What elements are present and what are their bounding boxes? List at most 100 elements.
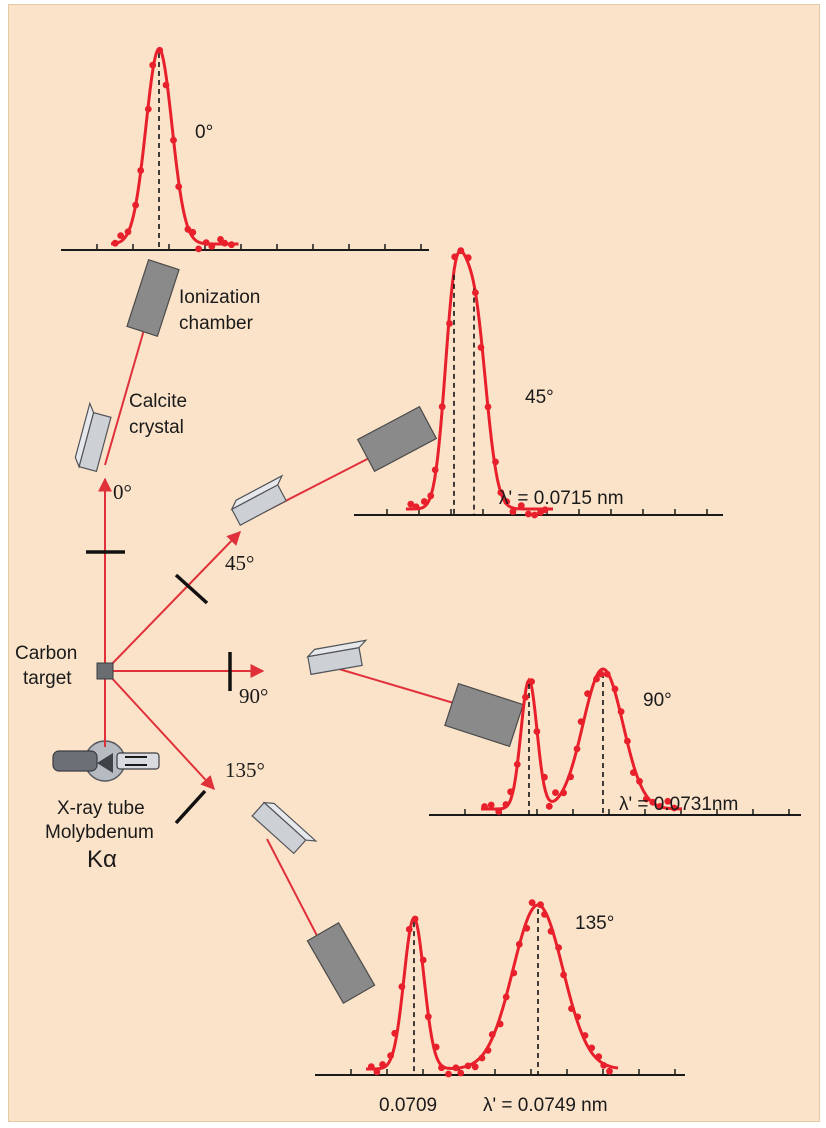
- data-point: [584, 690, 591, 697]
- data-point: [162, 81, 170, 89]
- plot-135-angle: 135°: [575, 913, 614, 934]
- data-point: [642, 795, 650, 803]
- data-point: [484, 1047, 492, 1054]
- data-point: [391, 1029, 399, 1037]
- beam-0deg-upper: [104, 307, 154, 466]
- data-point: [656, 803, 664, 810]
- data-point: [427, 492, 435, 500]
- data-point: [670, 804, 678, 812]
- data-point: [195, 245, 203, 253]
- data-point: [452, 1064, 460, 1072]
- data-point: [464, 254, 472, 262]
- xray-label-2: Molybdenum: [45, 822, 154, 843]
- data-point: [487, 801, 495, 809]
- data-point: [457, 1069, 465, 1077]
- data-point: [545, 802, 553, 810]
- carbon-label-2: target: [23, 668, 72, 689]
- data-point: [547, 927, 555, 935]
- data-point: [424, 1013, 432, 1021]
- data-point: [472, 289, 479, 296]
- calcite-label-1: Calcite: [129, 391, 187, 412]
- calcite-label-2: crystal: [129, 417, 184, 438]
- data-point: [630, 769, 637, 776]
- figure-canvas: Ionization chamber Calcite crystal Carbo…: [9, 5, 819, 1121]
- carbon-target: [96, 662, 114, 680]
- data-point: [495, 808, 503, 815]
- data-point: [111, 239, 119, 247]
- data-point: [528, 678, 535, 685]
- data-point: [478, 1054, 486, 1062]
- data-point: [533, 728, 541, 735]
- beam-45deg: [108, 530, 241, 668]
- data-point: [412, 503, 420, 511]
- data-point: [144, 105, 152, 113]
- data-point: [531, 511, 538, 519]
- spectrum-curve: [110, 47, 239, 246]
- data-point: [170, 136, 177, 144]
- plot-135-unshifted: 0.0709: [379, 1095, 437, 1116]
- spectrum-plot-0: [61, 46, 429, 253]
- spectra-plots: [61, 46, 801, 1078]
- data-point: [517, 502, 525, 510]
- data-point: [593, 675, 600, 683]
- data-point: [387, 1052, 394, 1059]
- data-point: [567, 773, 574, 781]
- data-point: [117, 232, 125, 240]
- data-point: [522, 693, 529, 701]
- data-point: [149, 61, 157, 69]
- xray-label-1: X-ray tube: [57, 798, 145, 819]
- carbon-label-1: Carbon: [15, 643, 77, 664]
- data-point: [555, 944, 562, 951]
- data-point: [574, 1013, 582, 1021]
- data-point: [560, 971, 567, 979]
- data-point: [189, 228, 197, 236]
- data-point: [438, 403, 446, 411]
- collimator-slits: [86, 550, 232, 825]
- plot-90-lambda: λ' = 0.0731nm: [619, 794, 738, 815]
- data-point: [407, 500, 415, 508]
- plot-90-angle: 90°: [643, 690, 672, 711]
- data-point: [464, 1062, 472, 1070]
- data-point: [373, 1068, 381, 1076]
- data-point: [552, 789, 559, 796]
- data-point: [513, 761, 521, 768]
- data-point: [221, 239, 229, 247]
- data-point: [664, 797, 672, 805]
- data-point: [420, 498, 428, 505]
- ionization-label-2: chamber: [179, 313, 254, 334]
- plot-labels: 0° 45° λ' = 0.0715 nm 90° λ' = 0.0731nm …: [195, 122, 738, 1116]
- spectrum-plot-3: [315, 899, 685, 1078]
- data-point: [568, 1005, 575, 1012]
- data-point: [573, 745, 581, 753]
- data-point: [577, 718, 585, 725]
- spectrum-plot-2: [429, 667, 801, 816]
- data-point: [156, 46, 164, 54]
- data-point: [649, 798, 657, 806]
- xray-label-3: Kα: [87, 846, 117, 873]
- data-point: [124, 228, 132, 236]
- data-point: [597, 670, 605, 678]
- calcite-crystal-icons: [74, 401, 368, 855]
- data-point: [175, 183, 183, 191]
- data-point: [537, 901, 544, 909]
- data-point: [379, 1061, 386, 1068]
- data-point: [595, 1053, 603, 1060]
- data-point: [510, 969, 518, 977]
- data-point: [507, 788, 514, 796]
- data-point: [367, 1063, 375, 1071]
- spectrum-plot-1: [354, 247, 723, 519]
- ionization-label-1: Ionization: [179, 287, 260, 308]
- data-point: [137, 167, 145, 174]
- data-point: [528, 899, 536, 906]
- beam-angle-90: 90°: [239, 684, 268, 708]
- data-point: [488, 1031, 496, 1038]
- plot-0-angle: 0°: [195, 122, 213, 143]
- data-point: [624, 737, 631, 745]
- apparatus-labels: Ionization chamber Calcite crystal Carbo…: [15, 287, 260, 873]
- data-point: [603, 670, 611, 678]
- data-point: [446, 320, 453, 327]
- data-point: [484, 403, 492, 411]
- data-point: [208, 243, 216, 250]
- data-point: [405, 925, 413, 933]
- data-point: [132, 201, 139, 209]
